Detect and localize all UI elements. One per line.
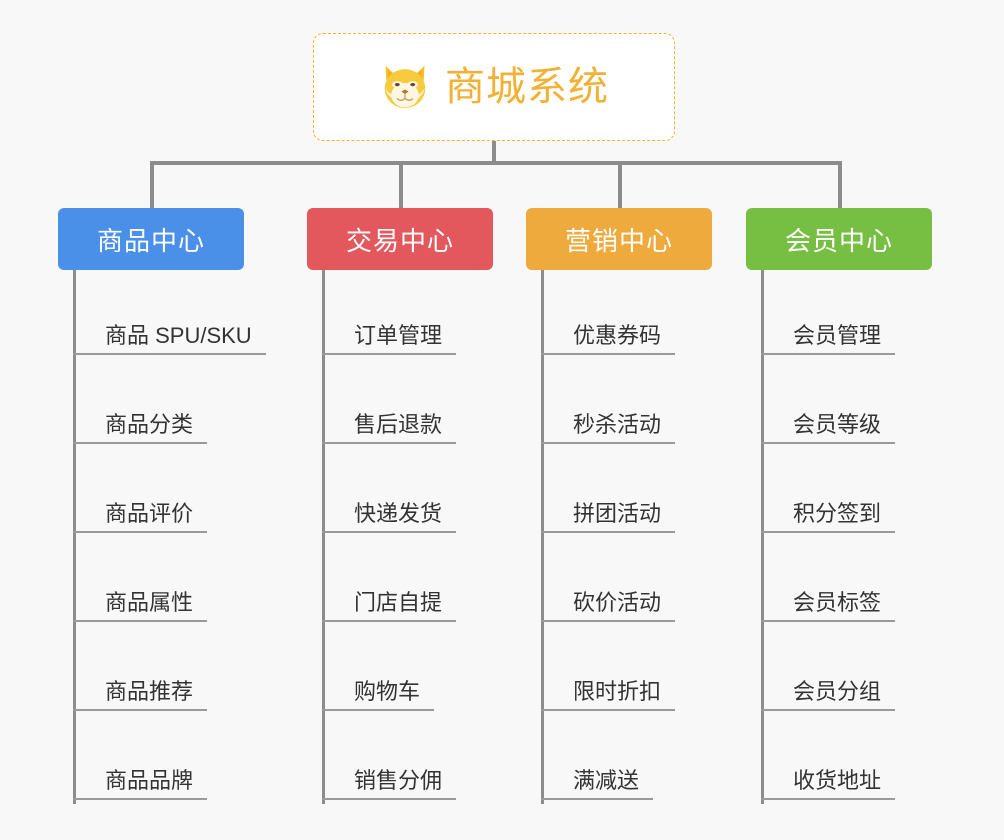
connector-root-stem <box>492 141 496 165</box>
column-spine <box>541 270 544 804</box>
subitem-label: 会员管理 <box>760 323 896 355</box>
subitem[interactable]: 会员管理 <box>747 270 896 359</box>
subitem[interactable]: 拼团活动 <box>527 448 676 537</box>
subitem[interactable]: 优惠券码 <box>527 270 676 359</box>
category-label: 商品中心 <box>96 225 205 256</box>
subitem-label: 会员等级 <box>760 412 896 444</box>
subitem-label: 砍价活动 <box>540 590 676 622</box>
subitem-label: 优惠券码 <box>540 323 676 355</box>
subitem[interactable]: 门店自提 <box>308 537 457 626</box>
subitem-label: 商品评价 <box>72 501 208 533</box>
subitem[interactable]: 商品属性 <box>59 537 252 626</box>
subitem-column-1: 商品 SPU/SKU 商品分类商品评价商品属性商品推荐商品品牌 <box>59 270 266 804</box>
subitem[interactable]: 快递发货 <box>308 448 457 537</box>
subitem[interactable]: 收货地址 <box>747 715 896 804</box>
subitem[interactable]: 商品 SPU/SKU <box>59 270 266 359</box>
column-spine <box>73 270 76 804</box>
subitem[interactable]: 商品分类 <box>59 359 252 448</box>
subitem-label: 门店自提 <box>321 590 457 622</box>
subitem-label: 商品品牌 <box>72 768 208 800</box>
connector-horizontal-bus <box>150 161 842 165</box>
subitem[interactable]: 会员等级 <box>747 359 896 448</box>
root-node-mall-system[interactable]: 商城系统 <box>313 33 675 141</box>
subitem[interactable]: 砍价活动 <box>527 537 676 626</box>
category-box-3[interactable]: 营销中心 <box>526 208 712 270</box>
category-box-2[interactable]: 交易中心 <box>307 208 493 270</box>
category-label: 交易中心 <box>345 225 454 256</box>
subitem[interactable]: 销售分佣 <box>308 715 457 804</box>
connector-drop-3 <box>618 161 622 208</box>
subitem-label: 限时折扣 <box>540 679 676 711</box>
subitem[interactable]: 商品推荐 <box>59 626 252 715</box>
subitem-label: 商品分类 <box>72 412 208 444</box>
subitem[interactable]: 商品评价 <box>59 448 252 537</box>
shiba-dog-face-icon <box>384 65 426 109</box>
subitem[interactable]: 满减送 <box>527 715 661 804</box>
category-box-4[interactable]: 会员中心 <box>746 208 932 270</box>
subitem-label: 售后退款 <box>321 412 457 444</box>
subitem-label: 商品推荐 <box>72 679 208 711</box>
subitem-label: 满减送 <box>540 768 654 800</box>
subitem[interactable]: 商品品牌 <box>59 715 252 804</box>
subitem[interactable]: 订单管理 <box>308 270 457 359</box>
subitem-column-2: 订单管理售后退款快递发货门店自提购物车销售分佣 <box>308 270 457 804</box>
column-spine <box>761 270 764 804</box>
subitem[interactable]: 会员分组 <box>747 626 896 715</box>
subitem[interactable]: 会员标签 <box>747 537 896 626</box>
category-box-1[interactable]: 商品中心 <box>58 208 244 270</box>
subitem-label: 积分签到 <box>760 501 896 533</box>
subitem-label: 商品 SPU/SKU <box>73 323 266 355</box>
subitem-label: 收货地址 <box>760 768 896 800</box>
connector-drop-4 <box>838 161 842 208</box>
subitem-column-3: 优惠券码秒杀活动拼团活动砍价活动限时折扣满减送 <box>527 270 676 804</box>
category-label: 会员中心 <box>784 225 893 256</box>
subitem-label: 秒杀活动 <box>540 412 676 444</box>
subitem[interactable]: 售后退款 <box>308 359 457 448</box>
category-label: 营销中心 <box>564 225 673 256</box>
subitem-label: 会员标签 <box>760 590 896 622</box>
subitem[interactable]: 限时折扣 <box>527 626 676 715</box>
subitem-label: 拼团活动 <box>540 501 676 533</box>
subitem-column-4: 会员管理会员等级积分签到会员标签会员分组收货地址 <box>747 270 896 804</box>
root-node-title: 商城系统 <box>445 65 609 109</box>
subitem-label: 会员分组 <box>760 679 896 711</box>
subitem[interactable]: 购物车 <box>308 626 442 715</box>
subitem-label: 购物车 <box>321 679 435 711</box>
subitem[interactable]: 秒杀活动 <box>527 359 676 448</box>
column-spine <box>322 270 325 804</box>
subitem-label: 销售分佣 <box>321 768 457 800</box>
subitem-label: 商品属性 <box>72 590 208 622</box>
subitem[interactable]: 积分签到 <box>747 448 896 537</box>
connector-drop-2 <box>399 161 403 208</box>
subitem-label: 订单管理 <box>321 323 457 355</box>
connector-drop-1 <box>150 161 154 208</box>
subitem-label: 快递发货 <box>321 501 457 533</box>
